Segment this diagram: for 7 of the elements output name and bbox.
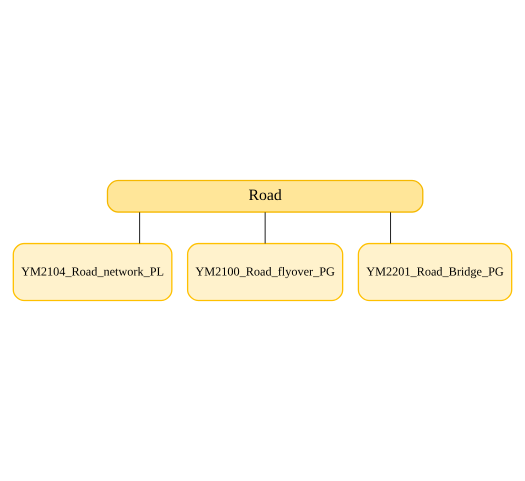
connector — [139, 212, 140, 244]
node-box: YM2104_Road_network_PL — [12, 242, 172, 302]
node-box: Road — [106, 180, 424, 213]
node-box: YM2100_Road_flyover_PG — [186, 242, 344, 302]
node-box: YM2201_Road_Bridge_PG — [358, 242, 512, 302]
connector — [390, 212, 392, 244]
connector — [264, 212, 266, 244]
